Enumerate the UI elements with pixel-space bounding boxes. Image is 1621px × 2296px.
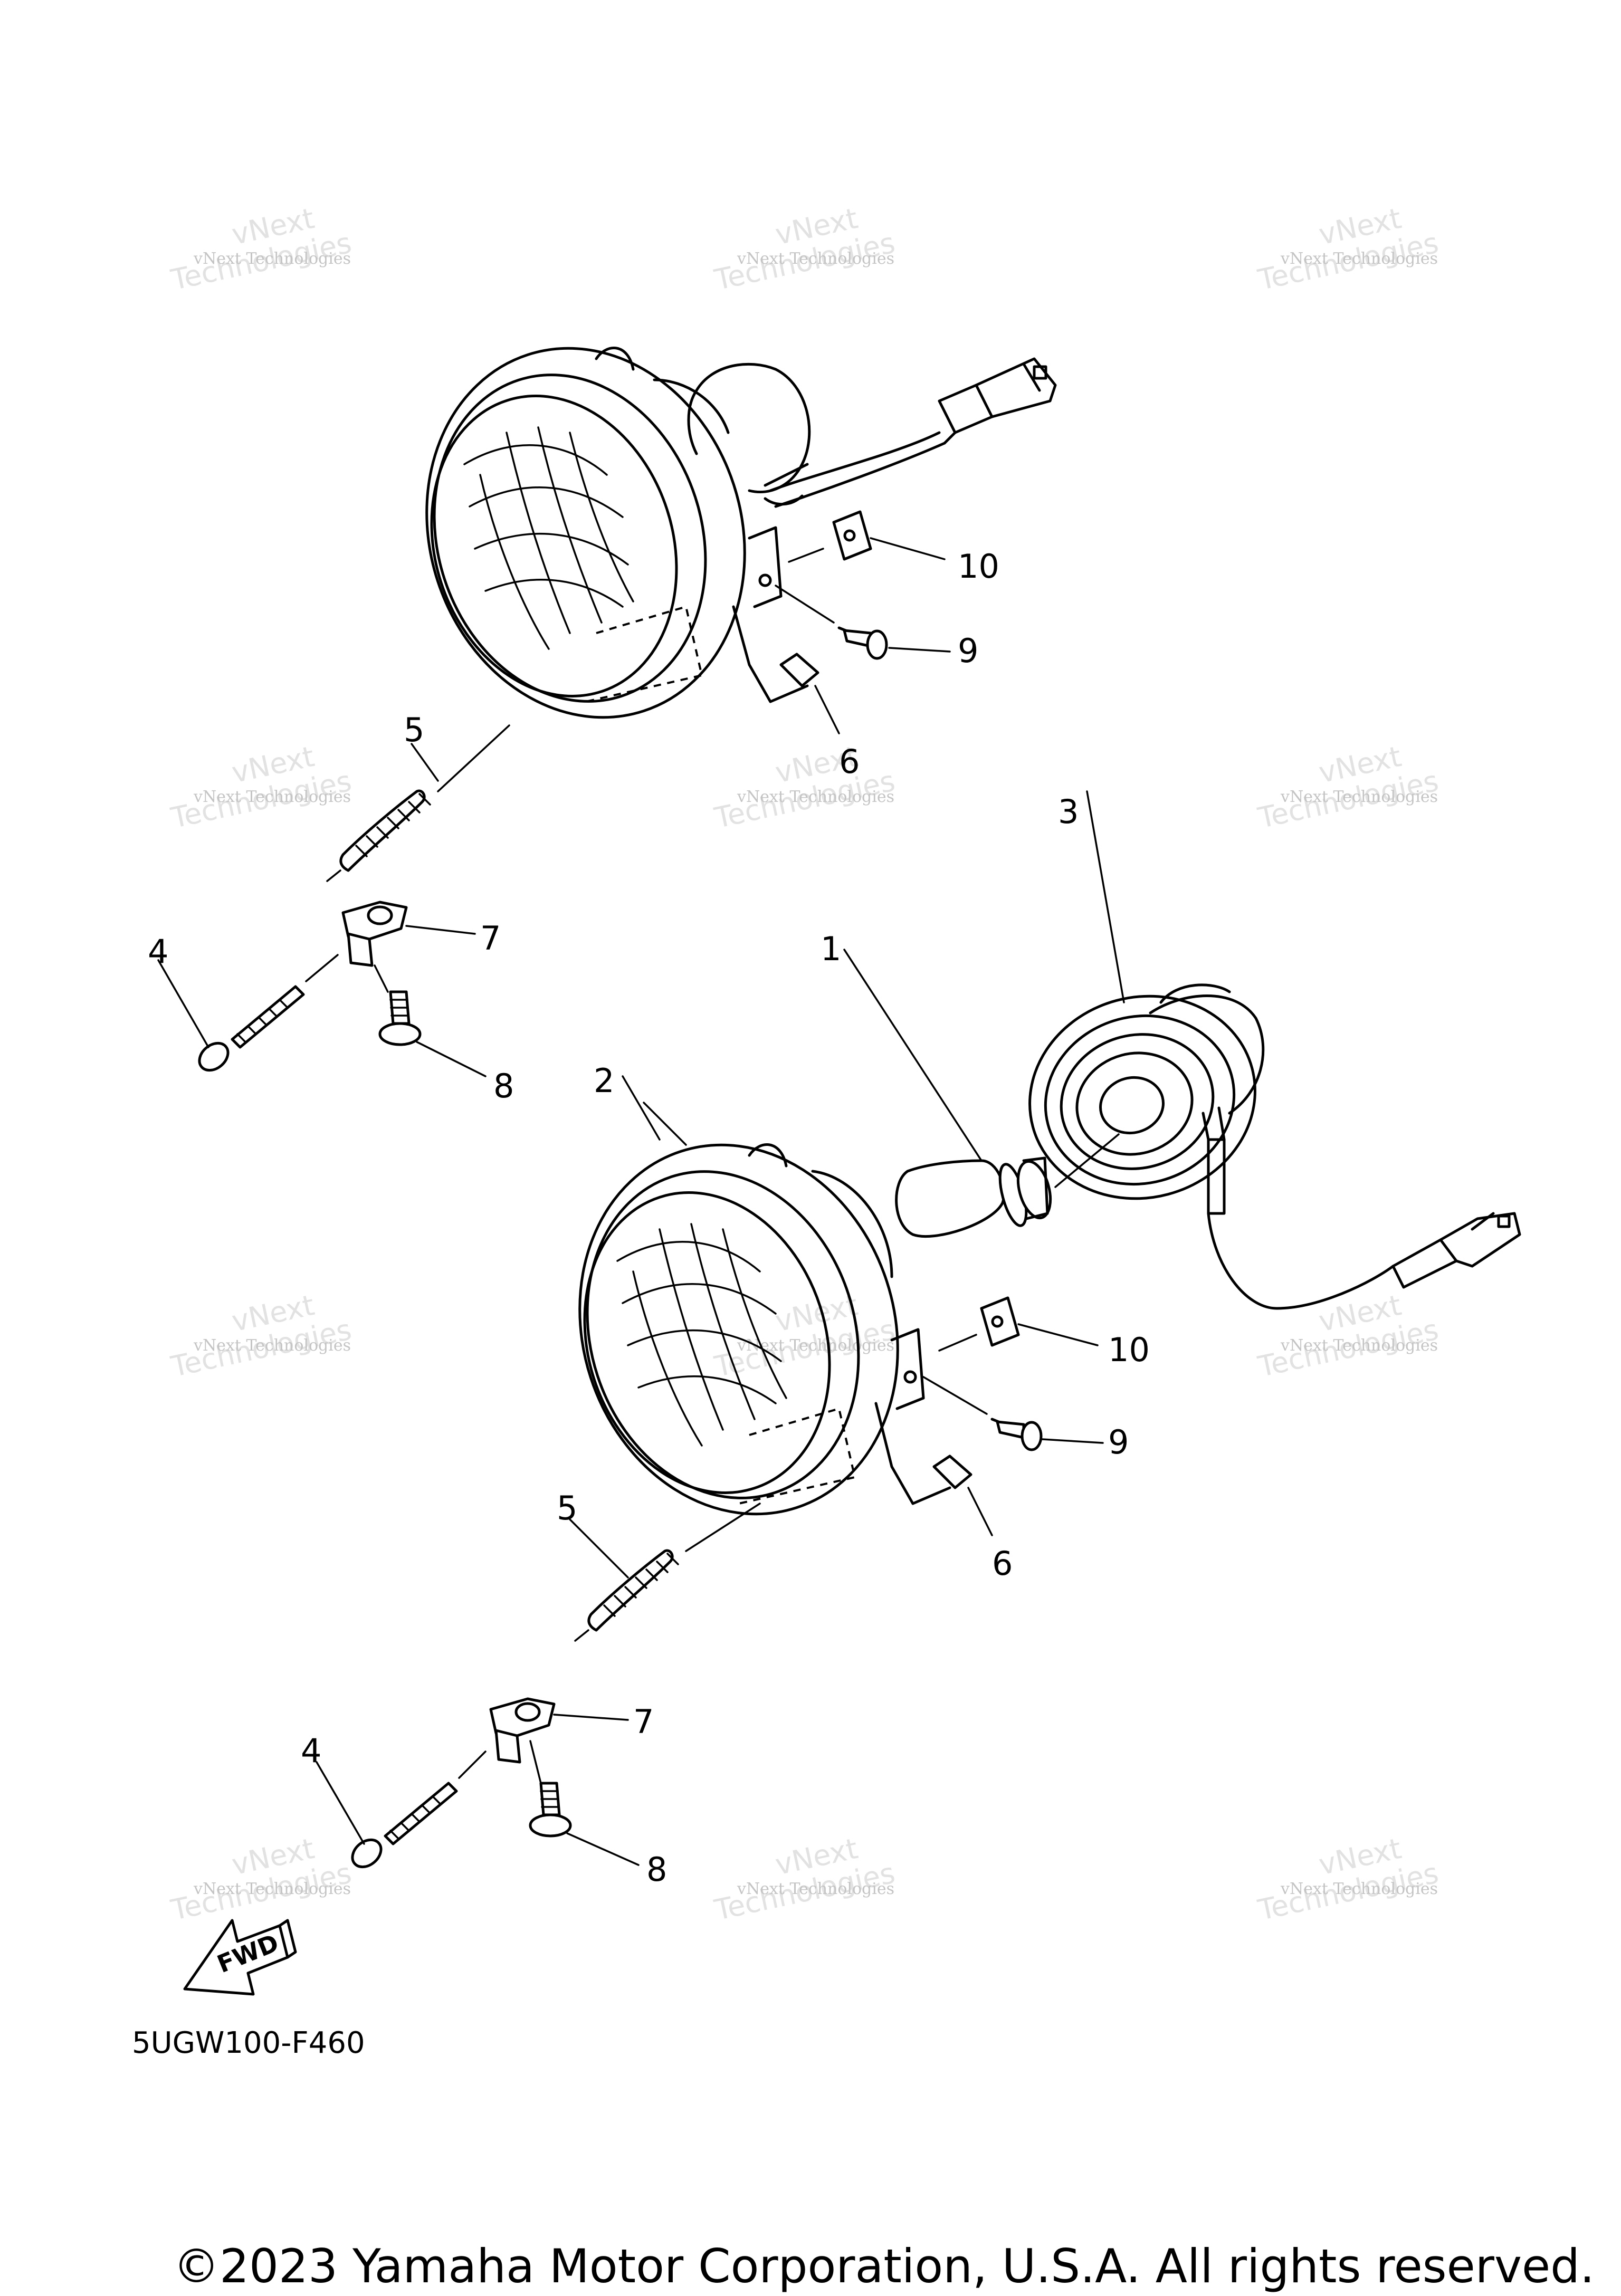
watermark: Technologies vNext vNext Technologies	[1255, 202, 1441, 296]
svg-text:vNext Technologies: vNext Technologies	[1280, 250, 1438, 268]
callout-top-5: 5	[404, 711, 424, 749]
callout-bottom-6: 6	[992, 1544, 1013, 1583]
bottom-headlight-assembly	[316, 790, 1521, 1869]
svg-text:vNext Technologies: vNext Technologies	[737, 788, 894, 806]
fwd-arrow-icon: FWD	[183, 1919, 297, 1996]
bottom-nut-6	[932, 1455, 993, 1536]
callout-bottom-10: 10	[1108, 1331, 1150, 1369]
watermark: Technologies vNext vNext Technologies	[711, 740, 898, 835]
top-spring-5	[326, 724, 510, 882]
svg-text:vNext Technologies: vNext Technologies	[193, 1880, 351, 1898]
watermark: Technologies vNext vNext Technologies	[1255, 1288, 1441, 1383]
bottom-bolt-4	[316, 1750, 487, 1869]
top-bracket-7	[341, 901, 476, 993]
watermark: Technologies vNext vNext Technologies	[168, 1832, 354, 1927]
callout-top-7: 7	[480, 919, 501, 958]
callout-bottom-9: 9	[1108, 1423, 1129, 1461]
callout-bottom-4: 4	[301, 1731, 321, 1770]
watermark: Technologies vNext vNext Technologies	[711, 1832, 898, 1927]
svg-text:vNext Technologies: vNext Technologies	[1280, 788, 1438, 806]
top-rear-housing	[687, 357, 1057, 508]
top-bolt-4	[157, 954, 339, 1072]
callout-top-9: 9	[958, 632, 978, 670]
callout-bottom-3: 3	[1058, 792, 1079, 831]
callout-top-4: 4	[148, 932, 168, 971]
top-clip-nut-10	[788, 510, 946, 563]
bottom-spring-5	[569, 1503, 761, 1642]
bottom-clip-nut-10	[938, 1296, 1099, 1352]
callout-bottom-1: 1	[821, 930, 841, 968]
callout-top-6: 6	[839, 742, 860, 781]
callout-bottom-8: 8	[646, 1850, 667, 1889]
svg-text:vNext Technologies: vNext Technologies	[193, 1336, 351, 1355]
callout-top-10: 10	[958, 547, 999, 586]
top-screw-9	[775, 585, 951, 660]
bottom-reflector-3	[1028, 790, 1521, 1310]
callout-bottom-7: 7	[633, 1702, 654, 1741]
copyright-notice: ©2023 Yamaha Motor Corporation, U.S.A. A…	[173, 2239, 1595, 2293]
svg-text:vNext Technologies: vNext Technologies	[737, 1880, 894, 1898]
callout-labels: 10 9 6 5 7 4 8 1 2 3 10 9 6 5 7 4 8	[148, 547, 1150, 1889]
svg-text:vNext Technologies: vNext Technologies	[1280, 1880, 1438, 1898]
bottom-bracket-7	[489, 1697, 629, 1784]
watermark: Technologies vNext vNext Technologies	[168, 1288, 354, 1383]
svg-text:vNext Technologies: vNext Technologies	[193, 788, 351, 806]
bottom-bolt-8	[529, 1782, 640, 1866]
bottom-screw-9	[922, 1376, 1104, 1451]
top-lamp-body	[425, 347, 809, 719]
watermark: Technologies vNext vNext Technologies	[711, 202, 898, 296]
svg-text:vNext Technologies: vNext Technologies	[737, 250, 894, 268]
watermark: Technologies vNext vNext Technologies	[168, 740, 354, 835]
svg-text:vNext Technologies: vNext Technologies	[193, 250, 351, 268]
top-headlight-assembly	[157, 347, 1057, 1077]
callout-bottom-5: 5	[557, 1489, 577, 1527]
watermark: Technologies vNext vNext Technologies	[1255, 740, 1441, 835]
watermark: Technologies vNext vNext Technologies	[711, 1288, 898, 1383]
top-bolt-8	[378, 990, 487, 1077]
watermark: Technologies vNext vNext Technologies	[168, 202, 354, 296]
top-nut-6	[779, 653, 840, 734]
callout-top-8: 8	[493, 1067, 514, 1105]
diagram-code: 5UGW100-F460	[132, 2026, 365, 2060]
callout-bottom-2: 2	[594, 1061, 614, 1100]
bottom-lamp-body-2	[578, 1075, 951, 1516]
bottom-bulb-1	[843, 949, 1120, 1238]
watermark: Technologies vNext vNext Technologies	[1255, 1832, 1441, 1927]
svg-text:vNext Technologies: vNext Technologies	[1280, 1336, 1438, 1355]
